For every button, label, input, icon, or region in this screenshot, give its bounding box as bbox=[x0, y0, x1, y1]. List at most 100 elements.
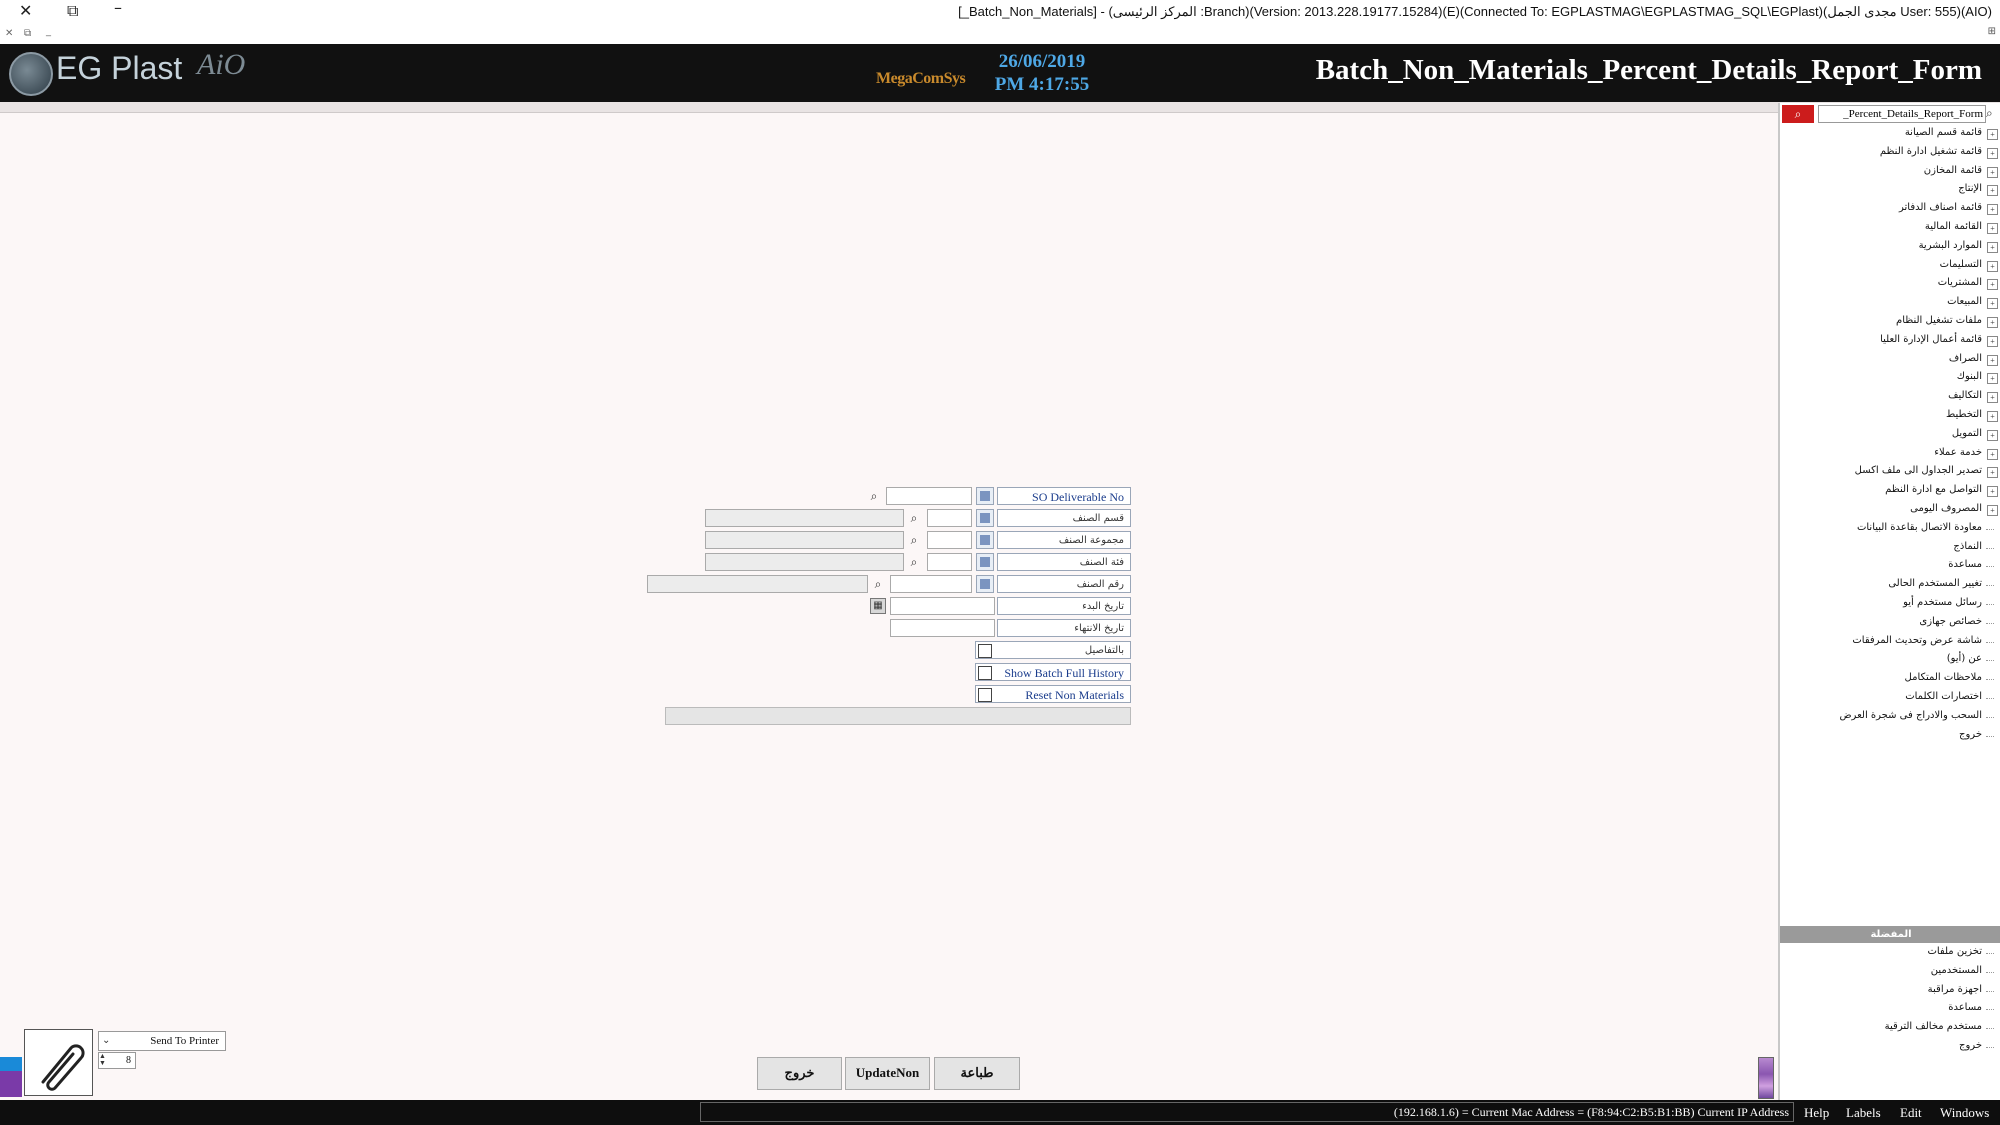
tree-item[interactable]: +القائمة المالية bbox=[1780, 220, 2000, 236]
tree-item[interactable]: +الموارد البشرية bbox=[1780, 239, 2000, 255]
favorite-item[interactable]: خروج bbox=[1780, 1039, 2000, 1055]
end-date-input[interactable] bbox=[890, 619, 995, 637]
tree-item[interactable]: ملاحظات المتكامل bbox=[1780, 671, 2000, 687]
item-group-lookup-icon[interactable]: ⌕ bbox=[910, 533, 918, 547]
printer-select[interactable]: ⌄ Send To Printer bbox=[98, 1031, 226, 1051]
tree-item[interactable]: +التمويل bbox=[1780, 427, 2000, 443]
batch-history-checkbox[interactable] bbox=[978, 666, 992, 680]
tree-item[interactable]: +التواصل مع ادارة النظم bbox=[1780, 483, 2000, 499]
item-section-toggle[interactable] bbox=[976, 509, 994, 527]
minimize-icon[interactable]: – bbox=[114, 0, 122, 17]
expand-icon[interactable]: + bbox=[1987, 354, 1998, 366]
expand-icon[interactable]: + bbox=[1987, 317, 1998, 328]
tree-item[interactable]: +قائمة اصناف الدفاتر bbox=[1780, 201, 2000, 217]
tree-item[interactable]: تغيير المستخدم الحالى bbox=[1780, 577, 2000, 593]
tree-item[interactable]: +التكاليف bbox=[1780, 389, 2000, 405]
expand-icon[interactable]: + bbox=[1987, 279, 1998, 291]
favorite-item[interactable]: مستخدم مخالف الترقية bbox=[1780, 1020, 2000, 1036]
tree-item[interactable]: +المشتريات bbox=[1780, 276, 2000, 292]
menu-help[interactable]: Help bbox=[1804, 1105, 1830, 1120]
tree-item[interactable]: +ملفات تشغيل النظام bbox=[1780, 314, 2000, 330]
tree-item[interactable]: خروج bbox=[1780, 728, 2000, 744]
tree-item[interactable]: +التسليمات bbox=[1780, 258, 2000, 274]
tree-item[interactable]: +قائمة قسم الصيانة bbox=[1780, 126, 2000, 142]
close-icon[interactable]: ✕ bbox=[19, 1, 33, 20]
tree-item[interactable]: +قائمة تشغيل ادارة النظم bbox=[1780, 145, 2000, 161]
expand-icon[interactable]: + bbox=[1987, 223, 1998, 234]
expand-icon[interactable]: + bbox=[1987, 298, 1998, 310]
item-section-code-input[interactable] bbox=[927, 509, 972, 527]
expand-icon[interactable]: + bbox=[1987, 467, 1998, 479]
tree-item[interactable]: +الإنتاج bbox=[1780, 182, 2000, 198]
tree-item[interactable]: مساعدة bbox=[1780, 558, 2000, 574]
item-no-toggle[interactable] bbox=[976, 575, 994, 593]
print-button[interactable]: طباعة bbox=[934, 1057, 1020, 1090]
item-no-lookup-icon[interactable]: ⌕ bbox=[874, 577, 882, 591]
tree-item[interactable]: اختصارات الكلمات bbox=[1780, 690, 2000, 706]
expand-icon[interactable]: + bbox=[1987, 429, 1998, 441]
favorite-item[interactable]: المستخدمين bbox=[1780, 964, 2000, 980]
tree-item[interactable]: شاشة عرض وتحديث المرفقات bbox=[1780, 634, 2000, 650]
tree-item[interactable]: +تصدير الجداول الى ملف اكسل bbox=[1780, 464, 2000, 480]
mdi-close-icon[interactable]: ✕ bbox=[5, 28, 14, 39]
books-icon[interactable] bbox=[1758, 1057, 1774, 1099]
expand-icon[interactable]: + bbox=[1987, 129, 1998, 140]
tree-item[interactable]: رسائل مستخدم أيو bbox=[1780, 596, 2000, 612]
expand-icon[interactable]: + bbox=[1987, 241, 1998, 253]
favorite-item[interactable]: مساعدة bbox=[1780, 1001, 2000, 1017]
item-no-code-input[interactable] bbox=[890, 575, 972, 593]
favorite-item[interactable]: اجهزة مراقبة bbox=[1780, 983, 2000, 999]
item-category-toggle[interactable] bbox=[976, 553, 994, 571]
mdi-minimize-icon[interactable]: _ bbox=[46, 26, 51, 37]
copies-input[interactable]: 8 bbox=[98, 1052, 136, 1069]
item-group-toggle[interactable] bbox=[976, 531, 994, 549]
item-group-code-input[interactable] bbox=[927, 531, 972, 549]
expand-icon[interactable]: + bbox=[1987, 373, 1998, 385]
item-section-lookup-icon[interactable]: ⌕ bbox=[910, 511, 918, 525]
tree-item[interactable]: السحب والادراج فى شجرة العرض bbox=[1780, 709, 2000, 725]
item-category-code-input[interactable] bbox=[927, 553, 972, 571]
reset-non-materials-checkbox[interactable] bbox=[978, 688, 992, 702]
tree-item[interactable]: +المصروف اليومى bbox=[1780, 502, 2000, 518]
menu-search-input[interactable] bbox=[1818, 105, 1986, 123]
calendar-icon[interactable]: ▦ bbox=[870, 598, 886, 614]
tree-item[interactable]: خصائص جهازى bbox=[1780, 615, 2000, 631]
menu-edit[interactable]: Edit bbox=[1900, 1105, 1922, 1120]
tree-item[interactable]: +قائمة المخازن bbox=[1780, 164, 2000, 180]
tree-item[interactable]: النماذج bbox=[1780, 540, 2000, 556]
tree-item[interactable]: +البنوك bbox=[1780, 370, 2000, 386]
expand-icon[interactable]: + bbox=[1987, 260, 1998, 272]
search-go-icon[interactable]: ⌕ bbox=[1986, 106, 1993, 120]
tree-item[interactable]: عن (أيو) bbox=[1780, 652, 2000, 668]
item-category-lookup-icon[interactable]: ⌕ bbox=[910, 555, 918, 569]
expand-icon[interactable]: + bbox=[1987, 166, 1998, 178]
so-deliverable-input[interactable] bbox=[886, 487, 972, 505]
copies-spinner-icon[interactable]: ▲▼ bbox=[99, 1052, 106, 1067]
window-menu-icon[interactable]: ⊞ bbox=[1987, 26, 1996, 37]
update-non-button[interactable]: UpdateNon bbox=[845, 1057, 930, 1090]
exit-button[interactable]: خروج bbox=[757, 1057, 842, 1090]
expand-icon[interactable]: + bbox=[1987, 147, 1998, 159]
expand-icon[interactable]: + bbox=[1987, 392, 1998, 404]
favorite-item[interactable]: تخزين ملفات bbox=[1780, 945, 2000, 961]
tree-item[interactable]: +المبيعات bbox=[1780, 295, 2000, 311]
so-deliverable-toggle[interactable] bbox=[976, 487, 994, 505]
start-date-input[interactable] bbox=[890, 597, 995, 615]
tree-item[interactable]: +التخطيط bbox=[1780, 408, 2000, 424]
expand-icon[interactable]: + bbox=[1987, 204, 1998, 216]
expand-icon[interactable]: + bbox=[1987, 335, 1998, 347]
tree-item[interactable]: +الصراف bbox=[1780, 352, 2000, 368]
mdi-restore-icon[interactable]: ⧉ bbox=[24, 28, 32, 39]
so-lookup-icon[interactable]: ⌕ bbox=[870, 489, 878, 503]
expand-icon[interactable]: + bbox=[1987, 411, 1998, 422]
expand-icon[interactable]: + bbox=[1987, 486, 1998, 498]
expand-icon[interactable]: + bbox=[1987, 505, 1998, 516]
tree-item[interactable]: معاودة الاتصال بقاعدة البيانات bbox=[1780, 521, 2000, 537]
expand-icon[interactable]: + bbox=[1987, 448, 1998, 460]
expand-icon[interactable]: + bbox=[1987, 185, 1998, 197]
restore-icon[interactable]: ⧉ bbox=[67, 1, 79, 20]
menu-windows[interactable]: Windows bbox=[1940, 1105, 1990, 1120]
menu-labels[interactable]: Labels bbox=[1846, 1105, 1881, 1120]
tree-item[interactable]: +خدمة عملاء bbox=[1780, 446, 2000, 462]
search-button[interactable]: ⌕ bbox=[1782, 105, 1814, 123]
